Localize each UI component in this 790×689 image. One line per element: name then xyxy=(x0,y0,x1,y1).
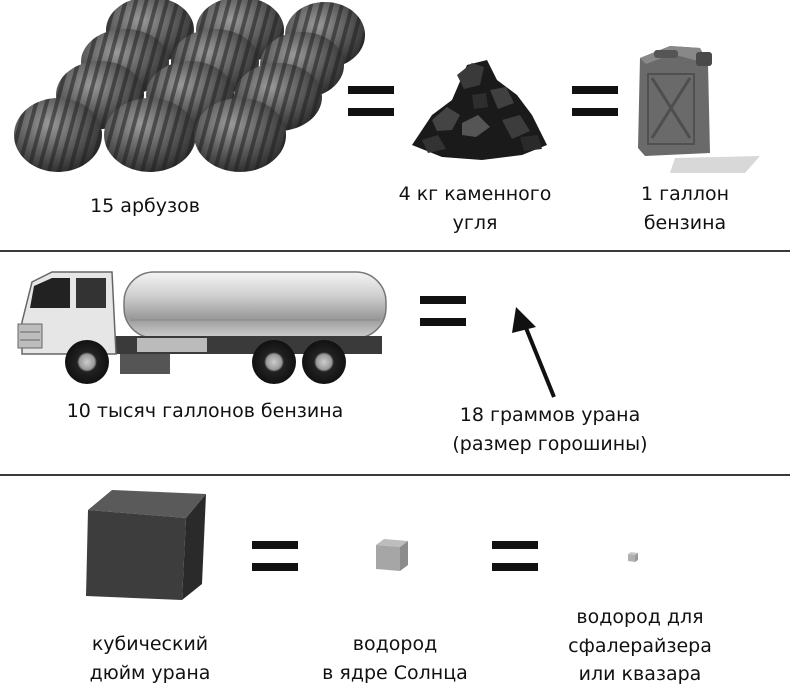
jerrycan-icon xyxy=(630,38,770,178)
watermelon-pile-icon xyxy=(10,0,365,180)
pea-label-line1: 18 граммов урана xyxy=(459,404,641,426)
pea-label-line2: (размер горошины) xyxy=(452,433,648,455)
divider-1 xyxy=(0,250,790,252)
canister-label-line1: 1 галлон xyxy=(640,183,730,205)
quasar-label-line3: или квазара xyxy=(578,663,702,685)
equals-sign-3 xyxy=(420,296,466,326)
equals-sign-1 xyxy=(348,86,394,116)
small-cube-icon xyxy=(374,537,414,575)
coal-label-line1: 4 кг каменного xyxy=(398,183,552,205)
uranium-cube-icon xyxy=(82,488,212,603)
cube-label-line1: кубический xyxy=(91,633,209,655)
coal-label-line2: угля xyxy=(452,212,498,234)
watermelons-label: 15 арбузов xyxy=(90,195,200,217)
tiny-cube-icon xyxy=(627,551,639,563)
tanker-truck-icon xyxy=(12,262,392,387)
divider-2 xyxy=(0,474,790,476)
quasar-label-line2: сфалерайзера xyxy=(568,635,712,657)
quasar-label-line1: водород для xyxy=(576,606,704,628)
arrow-icon xyxy=(510,305,570,400)
canister-label-line2: бензина xyxy=(643,212,727,234)
truck-label: 10 тысяч галлонов бензина xyxy=(66,400,344,422)
sun-label-line2: в ядре Солнца xyxy=(322,662,468,684)
equals-sign-5 xyxy=(492,541,538,571)
equals-sign-2 xyxy=(572,86,618,116)
sun-label-line1: водород xyxy=(352,633,438,655)
coal-pile-icon xyxy=(402,45,552,165)
equals-sign-4 xyxy=(252,541,298,571)
cube-label-line2: дюйм урана xyxy=(89,662,211,684)
